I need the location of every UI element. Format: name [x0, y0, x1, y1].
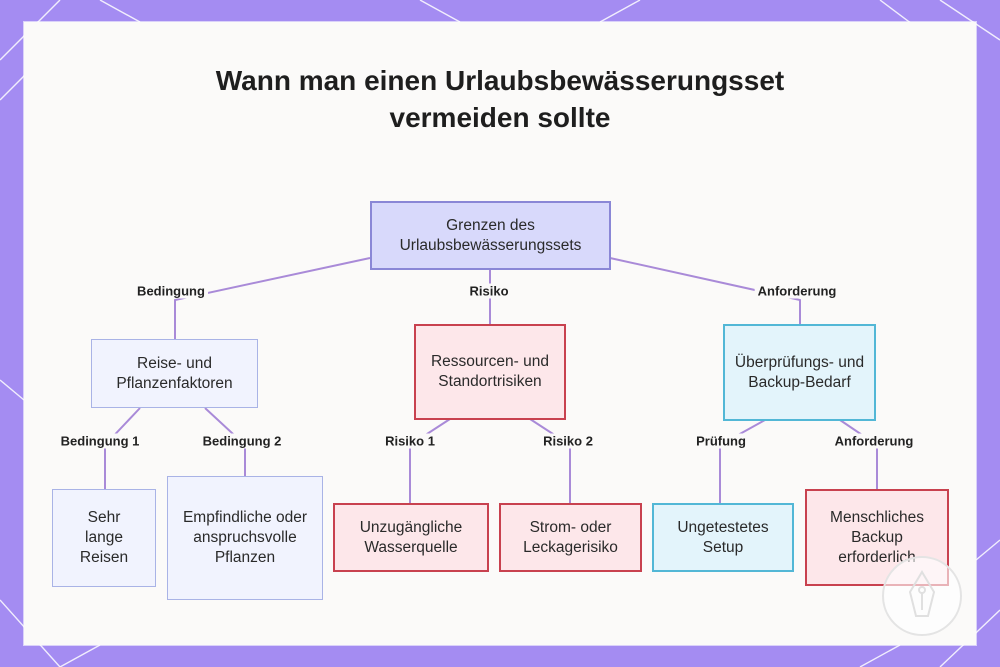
label-condition-2: Bedingung 2 [199, 433, 285, 449]
label-risk-2: Risiko 2 [540, 433, 596, 449]
label-requirement-2: Anforderung [831, 433, 917, 449]
node-water-source: Unzugängliche Wasserquelle [333, 503, 489, 572]
pen-nib-icon [908, 570, 936, 617]
edge-root-factors [174, 257, 371, 340]
node-factors: Reise- und Pflanzenfaktoren [91, 339, 258, 408]
label-condition-1: Bedingung 1 [57, 433, 143, 449]
label-risk: Risiko [466, 283, 512, 299]
node-backup: Überprüfungs- und Backup-Bedarf [723, 324, 876, 421]
edge-backup-human [839, 419, 878, 490]
label-condition: Bedingung [134, 283, 208, 299]
node-untested: Ungetestetes Setup [652, 503, 794, 572]
node-human-backup: Menschliches Backup erforderlich [805, 489, 949, 586]
node-power-leak: Strom- oder Leckagerisiko [499, 503, 642, 572]
edge-root-backup [609, 257, 801, 325]
label-requirement: Anforderung [754, 283, 840, 299]
label-risk-1: Risiko 1 [382, 433, 438, 449]
node-long-trips: Sehr lange Reisen [52, 489, 156, 587]
edge-risks-water [409, 418, 451, 504]
edge-factors-longtrips [104, 407, 141, 490]
diagram-title: Wann man einen Urlaubsbewässerungsset ve… [215, 65, 785, 133]
label-check: Prüfung [693, 433, 749, 449]
node-sensitive-plants: Empfindliche oder anspruchsvolle Pflanze… [167, 476, 323, 600]
watermark-logo [882, 556, 962, 636]
node-root: Grenzen des Urlaubsbewässerungssets [370, 201, 611, 270]
node-risks: Ressourcen- und Standortrisiken [414, 324, 566, 420]
edge-risks-power [529, 418, 571, 504]
